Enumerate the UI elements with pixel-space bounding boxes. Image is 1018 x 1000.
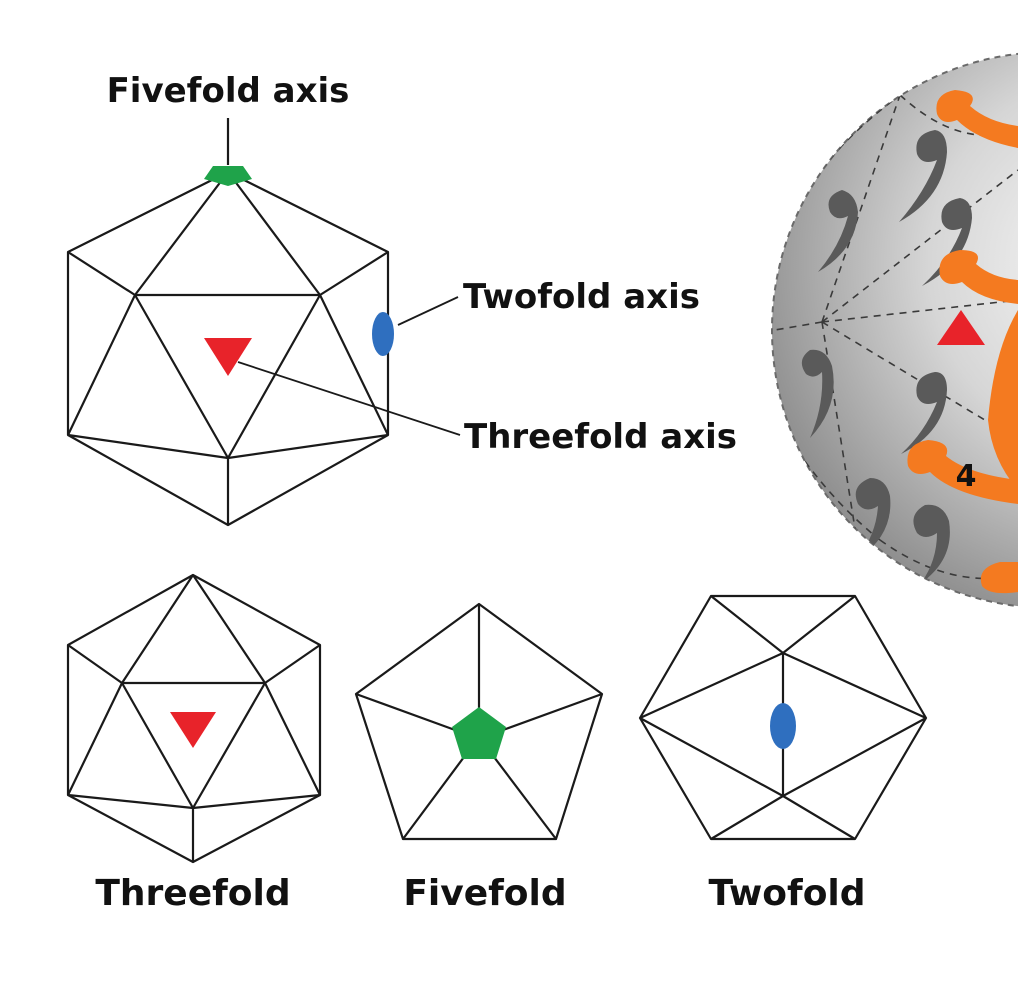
- threefold-view-label: Threefold: [95, 873, 290, 914]
- gray-subunit: [899, 130, 947, 222]
- virus-capsid-sphere: 4: [771, 52, 1018, 608]
- threefold-view-front-face: [120, 681, 267, 810]
- main-icosahedron-front-face: [133, 293, 322, 460]
- ellipse-icon: [372, 312, 394, 356]
- twofold-leader-line: [397, 296, 459, 326]
- triangle-icon: [204, 338, 252, 376]
- pentagon-icon: [452, 707, 506, 759]
- gray-subunit: [913, 504, 950, 583]
- twofold-view: [638, 594, 928, 841]
- threefold-view: [66, 573, 322, 864]
- gray-subunit: [855, 478, 891, 560]
- twofold-axis-label: Twofold axis: [463, 277, 700, 317]
- gray-subunit: [818, 190, 858, 272]
- gray-subunit: [801, 349, 834, 438]
- gray-subunit: [901, 372, 947, 454]
- triangle-icon: [170, 712, 216, 748]
- orange-subunit: [907, 440, 1018, 504]
- threefold-axis-label: Threefold axis: [464, 417, 737, 457]
- triangle-icon: [937, 310, 985, 345]
- ellipse-icon: [770, 703, 796, 749]
- pentagon-icon: [204, 166, 252, 186]
- orange-subunit: [988, 310, 1018, 490]
- twofold-view-label: Twofold: [708, 873, 865, 914]
- threefold-view-edges: [67, 574, 321, 862]
- fivefold-view-label: Fivefold: [403, 873, 566, 914]
- main-icosahedron-edges: [67, 171, 389, 525]
- orange-subunit: [939, 250, 1018, 304]
- sphere-number-label: 4: [956, 459, 977, 494]
- fivefold-view-outline: [354, 602, 604, 841]
- gray-subunit: [922, 198, 972, 286]
- gray-subunits: [801, 130, 972, 583]
- fivefold-axis-label: Fivefold axis: [107, 71, 350, 111]
- main-icosahedron: [66, 118, 461, 527]
- fivefold-view-spokes: [355, 604, 603, 840]
- orange-subunit: [936, 90, 1018, 148]
- orange-subunit: [980, 562, 1018, 594]
- threefold-leader-line: [237, 361, 461, 436]
- fivefold-view: [354, 602, 604, 841]
- orange-subunits: [907, 90, 1018, 594]
